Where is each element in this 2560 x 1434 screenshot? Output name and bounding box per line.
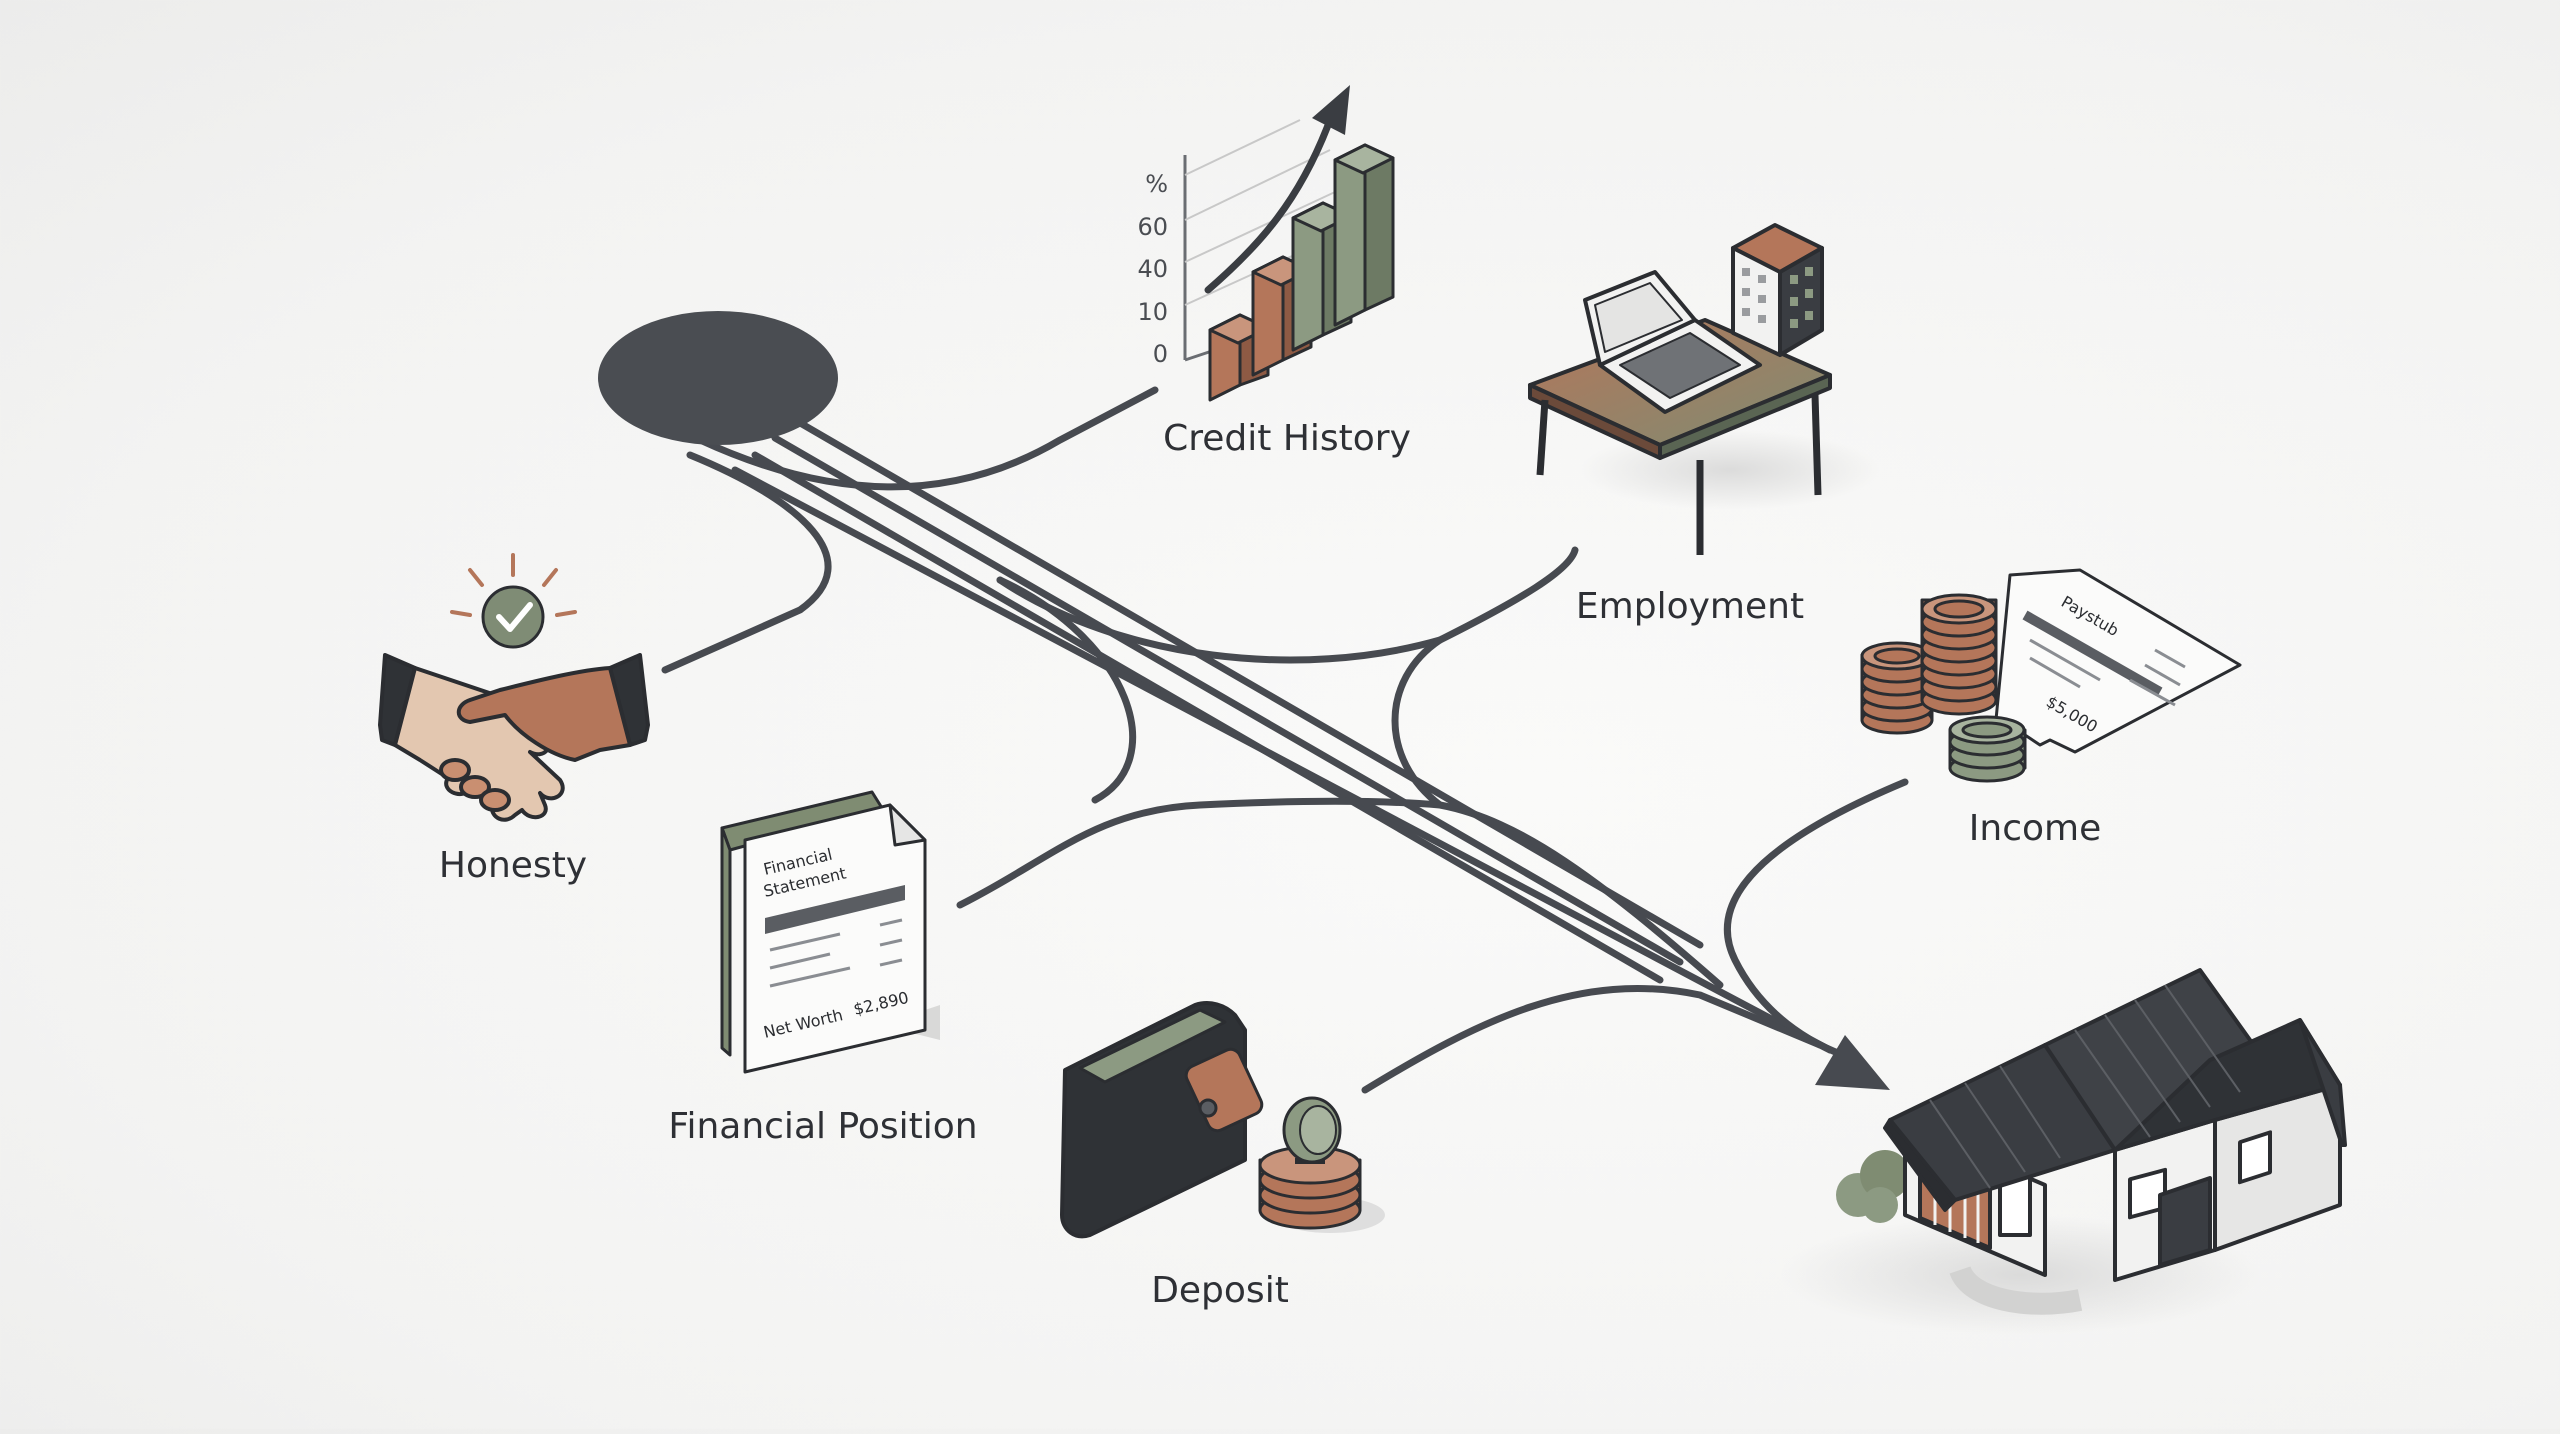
chart-tick-label: 60	[1137, 213, 1168, 241]
employment-icon	[1528, 223, 1880, 555]
deposit-icon	[1060, 1001, 1385, 1239]
chart-tick-label: %	[1145, 170, 1168, 198]
honesty-connector	[661, 451, 832, 674]
main-path-1	[791, 416, 1704, 949]
arrowhead	[1815, 1035, 1890, 1090]
income-label: Income	[1969, 808, 2101, 849]
credit-history-label: Credit History	[1163, 418, 1411, 459]
financial-position-icon: Financial Statement Net Worth $2,890	[720, 790, 940, 1074]
honesty-icon	[378, 553, 650, 822]
house-icon	[1780, 968, 2347, 1335]
connector-lines	[661, 386, 1909, 1094]
employment-connector	[996, 546, 1579, 664]
financial-position-connector	[956, 797, 1724, 989]
income-icon: Paystub $5,000	[1860, 568, 2242, 783]
junction-curve-right	[1391, 636, 1444, 809]
check-badge-icon	[481, 585, 545, 649]
deposit-connector	[1361, 985, 1824, 1094]
credit-history-connector	[696, 386, 1159, 491]
financial-position-label: Financial Position	[668, 1106, 977, 1147]
hub-node	[598, 311, 838, 445]
main-path-4	[731, 466, 1834, 1054]
chart-tick-label: 40	[1137, 255, 1168, 283]
junction-curve-left	[996, 576, 1136, 804]
chart-tick-label: 0	[1153, 340, 1168, 368]
employment-label: Employment	[1576, 586, 1804, 627]
honesty-label: Honesty	[439, 845, 587, 886]
deposit-label: Deposit	[1151, 1270, 1289, 1311]
chart-tick-label: 10	[1137, 298, 1168, 326]
main-path-2	[771, 434, 1684, 966]
credit-history-chart-icon: % 60 40 10 0	[1137, 85, 1395, 402]
